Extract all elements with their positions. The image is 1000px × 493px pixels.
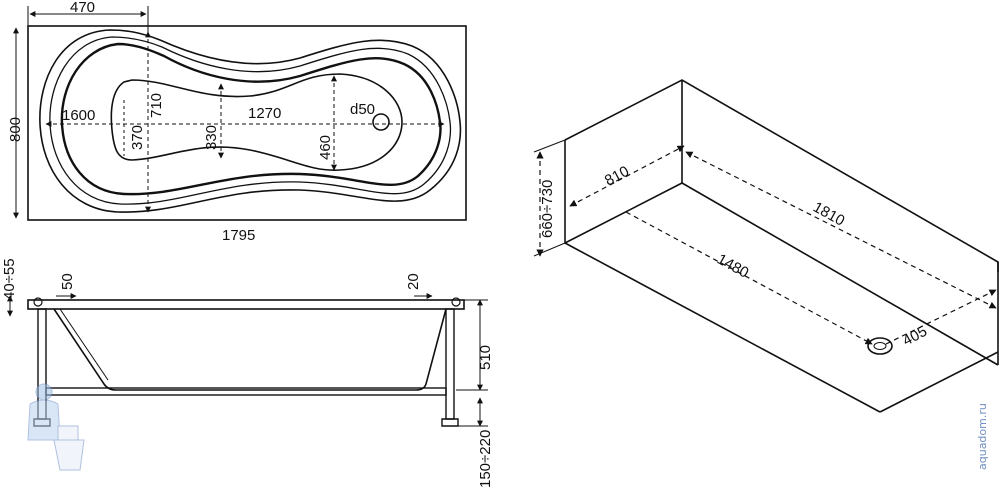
frame-right-foot	[441, 418, 459, 427]
logo-toilet	[53, 439, 85, 471]
bowl-floor-outline	[110, 73, 403, 171]
label-150-220: 150÷220	[477, 430, 494, 488]
bowl-outer-outline	[39, 29, 462, 213]
logo-toilet-tank	[57, 425, 79, 441]
label-405: 405	[900, 323, 930, 350]
niche-drain	[867, 337, 893, 355]
side-rim	[27, 299, 465, 310]
label-d50: d50	[350, 101, 375, 118]
side-view	[7, 293, 488, 427]
label-1480: 1480	[714, 251, 751, 282]
watermark-text: aquadom.ru	[976, 403, 989, 470]
side-bowl-profile	[53, 308, 447, 391]
top-view	[13, 6, 467, 221]
logo-body	[27, 399, 61, 441]
dim-ext-660-top	[533, 139, 566, 153]
bowl-outer-outline-2	[49, 36, 452, 205]
label-370: 370	[129, 125, 146, 150]
bowl-inner-outline	[60, 42, 442, 196]
frame-left-knob	[33, 297, 43, 307]
niche-front-right	[879, 351, 999, 413]
label-800: 800	[7, 117, 24, 142]
label-510: 510	[477, 345, 494, 370]
dim-line-405	[885, 289, 997, 345]
side-bowl-profile-inner	[59, 308, 109, 381]
label-470: 470	[70, 0, 95, 16]
drain-hole	[372, 113, 390, 131]
label-460: 460	[317, 135, 334, 160]
label-50: 50	[59, 273, 76, 290]
plumber-logo	[27, 383, 85, 471]
logo-head	[35, 383, 53, 401]
label-810: 810	[602, 163, 632, 190]
label-20: 20	[405, 273, 422, 290]
label-660-730: 660÷730	[539, 180, 556, 238]
frame-right-knob	[451, 297, 461, 307]
label-1600: 1600	[62, 107, 95, 124]
niche-drain-inner	[873, 342, 887, 350]
niche-bottom-front	[564, 242, 881, 413]
top-view-rim	[27, 25, 467, 221]
niche-view	[533, 79, 999, 413]
label-330: 330	[203, 125, 220, 150]
dim-line-810	[569, 145, 685, 207]
dim-line-1480	[625, 211, 873, 345]
dim-ext-660-bottom	[533, 242, 566, 257]
label-1270: 1270	[248, 105, 281, 122]
label-1810: 1810	[810, 199, 847, 230]
niche-bottom-left	[564, 182, 683, 244]
frame-crossbar	[45, 387, 447, 396]
frame-right-post	[445, 308, 455, 420]
label-710: 710	[148, 93, 165, 118]
label-40-55: 40÷55	[1, 258, 18, 300]
label-1795: 1795	[222, 227, 255, 244]
dim-line-1810	[685, 151, 997, 309]
